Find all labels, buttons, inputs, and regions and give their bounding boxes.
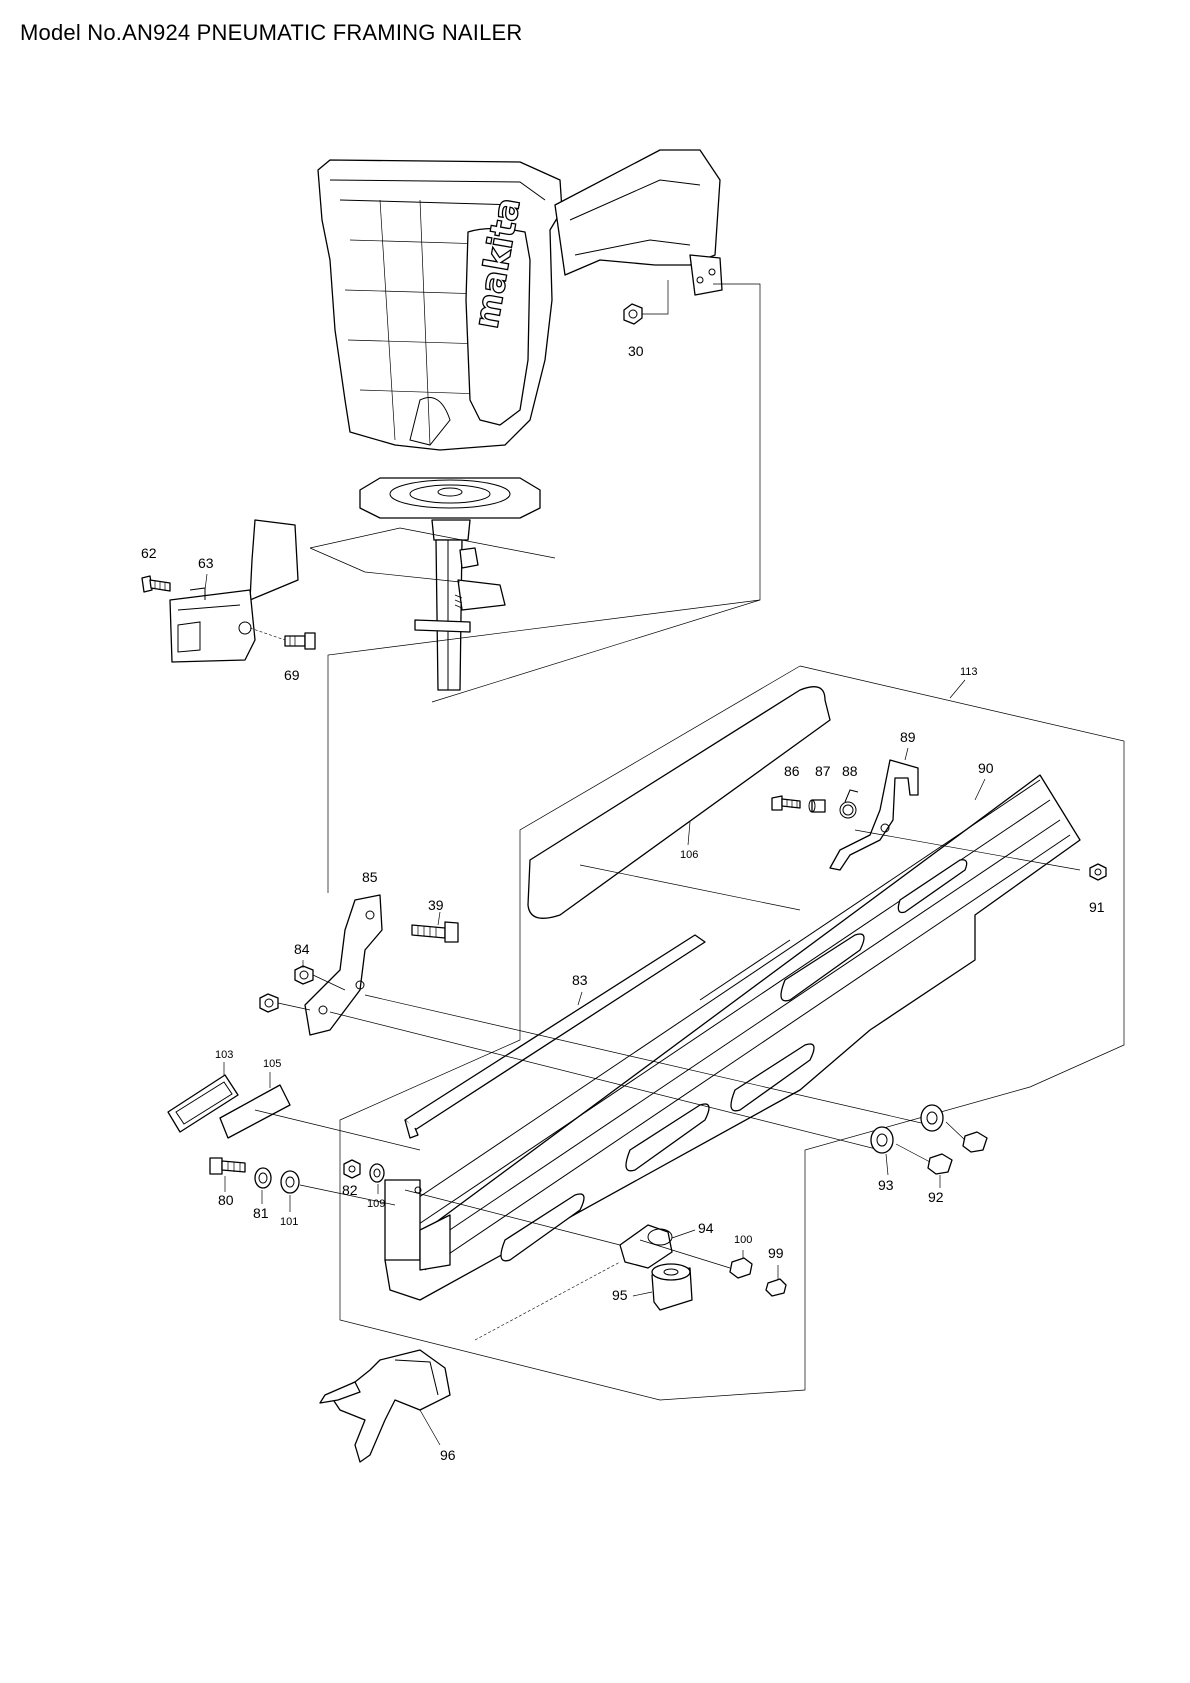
part-39-bolt bbox=[411, 911, 459, 943]
page-title: Model No.AN924 PNEUMATIC FRAMING NAILER bbox=[20, 20, 523, 45]
part-93-washer bbox=[870, 1104, 944, 1154]
part-99-screw bbox=[765, 1265, 787, 1297]
part-86-screw bbox=[771, 795, 801, 811]
label-88: 88 bbox=[842, 763, 858, 779]
part-30-nut bbox=[431, 280, 761, 703]
label-113: 113 bbox=[960, 666, 978, 678]
part-85-plate bbox=[304, 599, 761, 1036]
label-103: 103 bbox=[215, 1049, 233, 1061]
label-62: 62 bbox=[141, 545, 157, 561]
label-96: 96 bbox=[440, 1447, 456, 1463]
group-113-boundary bbox=[339, 665, 1125, 1401]
part-100-screw bbox=[639, 1239, 753, 1279]
label-84: 84 bbox=[294, 941, 310, 957]
label-101: 101 bbox=[280, 1216, 298, 1228]
label-63: 63 bbox=[198, 555, 214, 571]
label-30: 30 bbox=[628, 343, 644, 359]
part-101-nut bbox=[280, 1170, 396, 1206]
label-39: 39 bbox=[428, 897, 444, 913]
label-82: 82 bbox=[342, 1182, 358, 1198]
label-80: 80 bbox=[218, 1192, 234, 1208]
label-105: 105 bbox=[263, 1058, 281, 1070]
label-100: 100 bbox=[734, 1234, 752, 1246]
part-96-pusher bbox=[319, 1261, 621, 1463]
part-95-cylinder bbox=[632, 1263, 693, 1311]
part-69-bolt bbox=[249, 627, 316, 650]
part-106-label-plate bbox=[527, 686, 831, 919]
part-88-spring bbox=[839, 789, 859, 819]
part-63-bracket bbox=[169, 519, 299, 663]
label-99: 99 bbox=[768, 1245, 784, 1261]
part-80-bolt bbox=[209, 1157, 246, 1175]
part-83-rod bbox=[404, 934, 706, 1139]
label-95: 95 bbox=[612, 1287, 628, 1303]
part-92-screw bbox=[895, 1121, 988, 1175]
label-106: 106 bbox=[680, 849, 698, 861]
part-89-latch-lever bbox=[829, 759, 919, 871]
label-92: 92 bbox=[928, 1189, 944, 1205]
label-86: 86 bbox=[784, 763, 800, 779]
cylinder-cap-assembly bbox=[309, 477, 556, 691]
label-109: 109 bbox=[367, 1198, 385, 1210]
label-85: 85 bbox=[362, 869, 378, 885]
part-94-sleeve bbox=[404, 1189, 696, 1269]
label-91: 91 bbox=[1089, 899, 1105, 915]
label-94: 94 bbox=[698, 1220, 714, 1236]
part-87-collar bbox=[808, 799, 826, 813]
label-87: 87 bbox=[815, 763, 831, 779]
label-81: 81 bbox=[253, 1205, 269, 1221]
part-105-sticker bbox=[219, 1084, 421, 1151]
label-69: 69 bbox=[284, 667, 300, 683]
label-83: 83 bbox=[572, 972, 588, 988]
part-103-pad bbox=[167, 1074, 239, 1133]
label-93: 93 bbox=[878, 1177, 894, 1193]
part-109-washer bbox=[369, 1163, 385, 1183]
part-91-nut bbox=[1089, 863, 1107, 881]
part-82-nut bbox=[343, 1159, 361, 1179]
part-62-bolt bbox=[141, 575, 171, 593]
label-89: 89 bbox=[900, 729, 916, 745]
housing-body: makita bbox=[317, 149, 723, 451]
magazine-rail bbox=[384, 774, 1081, 1301]
label-90: 90 bbox=[978, 760, 994, 776]
part-81-washer bbox=[254, 1167, 272, 1189]
